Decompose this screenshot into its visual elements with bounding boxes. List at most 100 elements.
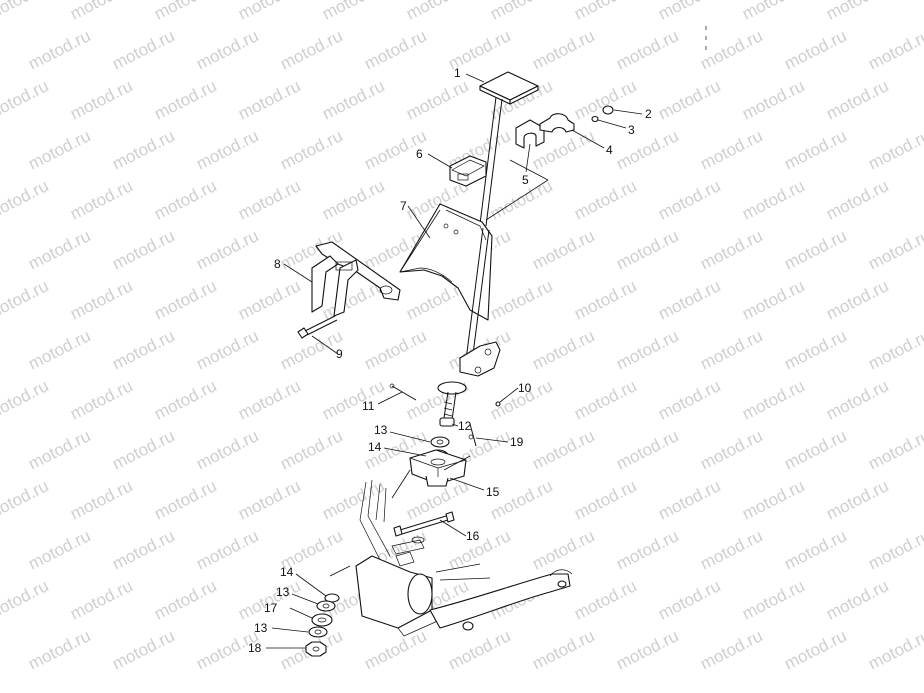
watermark-text: motod.ru <box>235 376 303 423</box>
watermark-text: motod.ru <box>0 376 52 423</box>
callout-17: 17 <box>264 601 278 615</box>
watermark-text: motod.ru <box>25 126 93 173</box>
callout-10: 10 <box>518 381 532 395</box>
watermark-text: motod.ru <box>571 176 639 223</box>
watermark-text: motod.ru <box>25 626 93 673</box>
callout-3: 3 <box>628 123 635 137</box>
callout-labels: 1 2 3 4 5 6 7 8 9 10 11 12 13 14 15 16 1… <box>248 66 652 655</box>
callout-14-lower: 14 <box>280 565 294 579</box>
watermark-text: motod.ru <box>697 26 765 73</box>
watermark-text: motod.ru <box>823 176 891 223</box>
watermark-text: motod.ru <box>25 426 93 473</box>
cotter-part-19 <box>468 423 477 447</box>
watermark-text: motod.ru <box>571 376 639 423</box>
watermark-text: motod.ru <box>655 76 723 123</box>
watermark-text: motod.ru <box>697 326 765 373</box>
watermark-text: motod.ru <box>487 476 555 523</box>
clamp-part-5 <box>515 119 545 149</box>
watermark-text: motod.ru <box>151 176 219 223</box>
watermark-text: motod.ru <box>739 476 807 523</box>
watermark-text: motod.ru <box>361 626 429 673</box>
watermark-text: motod.ru <box>529 326 597 373</box>
watermark-text: motod.ru <box>277 26 345 73</box>
callout-16: 16 <box>466 529 480 543</box>
watermark-text: motod.ru <box>529 26 597 73</box>
bearing-block-part-15 <box>409 449 467 487</box>
watermark-text: motod.ru <box>67 76 135 123</box>
watermark-text: motod.ru <box>613 426 681 473</box>
watermark-text: motod.ru <box>781 626 849 673</box>
watermark-text: motod.ru <box>781 526 849 573</box>
watermark-text: motod.ru <box>361 26 429 73</box>
callout-8: 8 <box>274 257 281 271</box>
watermark-text: motod.ru <box>571 576 639 623</box>
callout-7: 7 <box>400 199 407 213</box>
watermark-text: motod.ru <box>781 126 849 173</box>
steering-post-part-1 <box>479 71 539 227</box>
watermark-text: motod.ru <box>529 626 597 673</box>
watermark-text: motod.ru <box>823 0 891 24</box>
post-lower-body <box>437 381 467 427</box>
watermark-text: motod.ru <box>697 426 765 473</box>
callout-11: 11 <box>362 399 375 413</box>
watermark-text: motod.ru <box>193 426 261 473</box>
watermark-text: motod.ru <box>109 126 177 173</box>
watermark-text: motod.ru <box>25 326 93 373</box>
watermark-text: motod.ru <box>865 426 924 473</box>
watermark-text: motod.ru <box>655 376 723 423</box>
watermark-text: motod.ru <box>865 526 924 573</box>
callout-6: 6 <box>416 147 423 161</box>
watermark-text: motod.ru <box>67 376 135 423</box>
watermark-text: motod.ru <box>67 176 135 223</box>
watermark-text: motod.ru <box>529 226 597 273</box>
nut-washer-parts-2-3 <box>591 105 614 123</box>
watermark-text: motod.ru <box>823 476 891 523</box>
watermark-text: motod.ru <box>193 226 261 273</box>
watermark-text: motod.ru <box>319 76 387 123</box>
watermark-text: motod.ru <box>655 276 723 323</box>
watermark-text: motod.ru <box>151 76 219 123</box>
watermark-text: motod.ru <box>529 526 597 573</box>
watermark-text: motod.ru <box>235 476 303 523</box>
frame <box>355 479 573 637</box>
watermark-text: motod.ru <box>25 26 93 73</box>
watermark-text: motod.ru <box>361 326 429 373</box>
watermark-text: motod.ru <box>865 126 924 173</box>
callout-13-lower-a: 13 <box>276 585 290 599</box>
watermark-text: motod.ru <box>0 176 52 223</box>
watermark-text: motod.ru <box>109 26 177 73</box>
watermark-text: motod.ru <box>697 626 765 673</box>
watermark-text: motod.ru <box>319 176 387 223</box>
post-bracket <box>459 341 501 377</box>
callout-1: 1 <box>454 66 461 80</box>
watermark-text: motod.ru <box>235 576 303 623</box>
watermark-text: motod.ru <box>235 276 303 323</box>
watermark-text: motod.ru <box>781 426 849 473</box>
watermark-text: motod.ru <box>487 276 555 323</box>
watermark-text: motod.ru <box>0 0 52 24</box>
console-panel <box>399 203 493 363</box>
watermark-text: motod.ru <box>319 476 387 523</box>
watermark-text: motod.ru <box>151 0 219 24</box>
watermark-text: motod.ru <box>277 426 345 473</box>
watermark-text: motod.ru <box>67 276 135 323</box>
watermark-text: motod.ru <box>613 526 681 573</box>
callout-4: 4 <box>606 143 613 157</box>
watermark-text: motod.ru <box>445 526 513 573</box>
watermark-text: motod.ru <box>109 226 177 273</box>
watermark-text: motod.ru <box>613 26 681 73</box>
watermark-text: motod.ru <box>655 0 723 24</box>
watermark-text: motod.ru <box>739 576 807 623</box>
watermark-text: motod.ru <box>67 576 135 623</box>
watermark-text: motod.ru <box>277 126 345 173</box>
callout-5: 5 <box>522 173 529 187</box>
leader-lines <box>266 73 643 649</box>
callout-14-upper: 14 <box>368 440 382 454</box>
watermark-text: motod.ru <box>403 76 471 123</box>
callout-2: 2 <box>645 107 652 121</box>
watermark-text: motod.ru <box>193 126 261 173</box>
bracket-part-8 <box>311 241 401 317</box>
watermark-text: motod.ru <box>193 526 261 573</box>
